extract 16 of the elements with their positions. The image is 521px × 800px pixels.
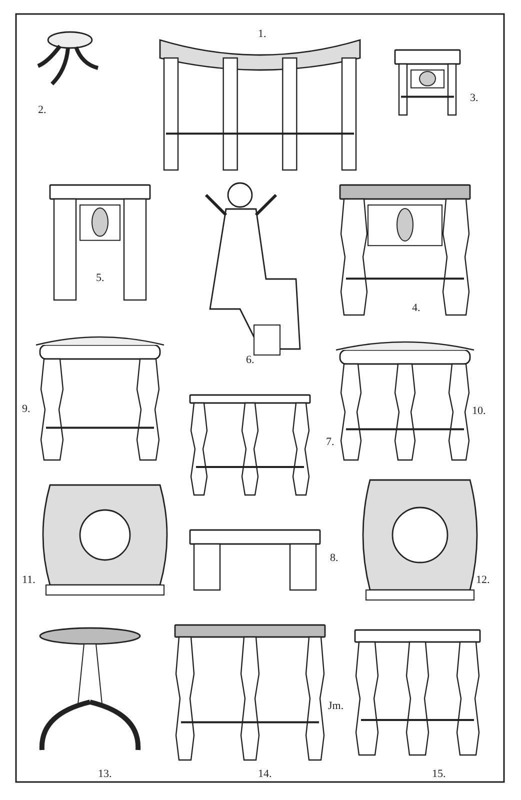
figure-number: 3. xyxy=(470,92,478,104)
figure-number: 14. xyxy=(258,768,272,780)
figure-number: 1. xyxy=(258,28,266,40)
figure-number: 9. xyxy=(22,403,30,415)
figure-number: 12. xyxy=(476,574,490,586)
figure-number: 11. xyxy=(22,574,36,586)
figure-number: 6. xyxy=(246,354,254,366)
figure-number: 2. xyxy=(38,104,46,116)
artist-monogram: Jm. xyxy=(328,700,344,712)
figure-number: 10. xyxy=(472,405,486,417)
figure-number: 13. xyxy=(98,768,112,780)
figure-number: 15. xyxy=(432,768,446,780)
figure-number: 5. xyxy=(96,272,104,284)
figure-number: 4. xyxy=(412,302,420,314)
figure-number: 8. xyxy=(330,552,338,564)
figure-number: 7. xyxy=(326,436,334,448)
